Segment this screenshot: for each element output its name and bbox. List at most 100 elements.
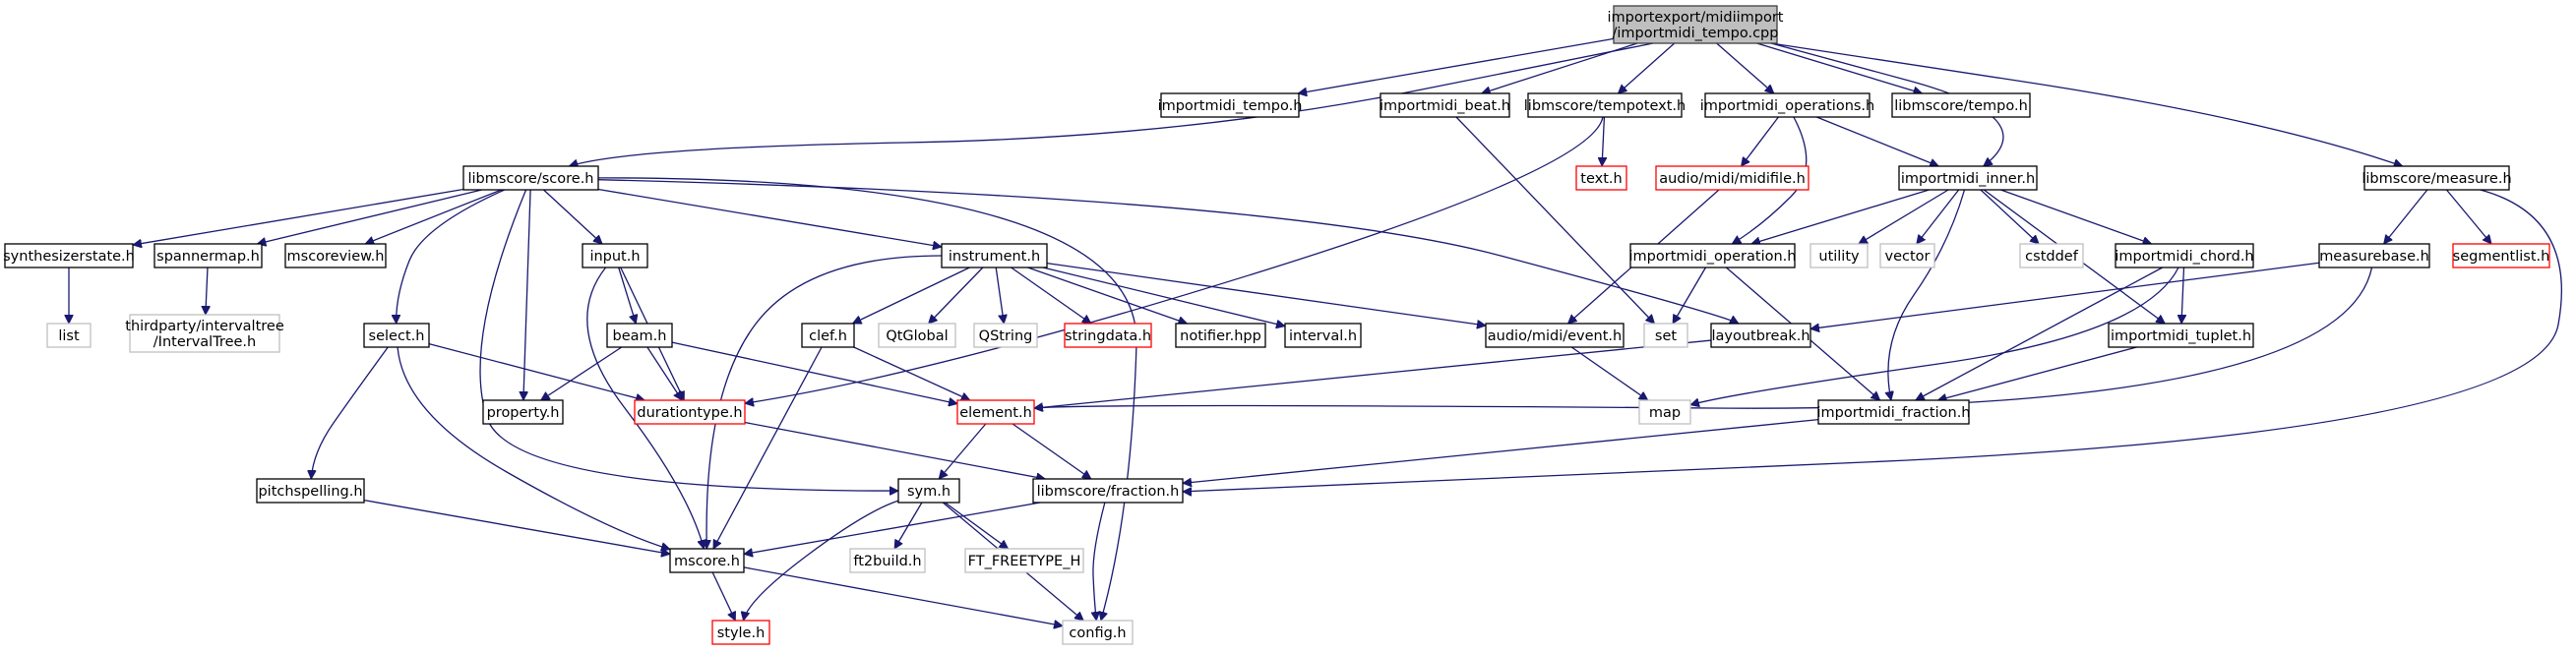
node-importmidi-chord-h[interactable]: importmidi_chord.h — [2115, 243, 2254, 268]
node-box — [1710, 323, 1811, 348]
node-box — [462, 165, 599, 191]
edge-importmidi_inner_h-to-utility — [1859, 189, 1949, 245]
edge-instrument_h-to-stringdata_h — [1011, 267, 1091, 324]
edge-importmidi_inner_h-to-importmidi_operation_h — [1751, 189, 1930, 244]
node-event-h[interactable]: audio/midi/event.h — [1485, 323, 1625, 348]
edge-instrument_h-to-qstring — [995, 267, 1004, 324]
node-box — [606, 323, 673, 348]
node-mscore-h[interactable]: mscore.h — [669, 548, 745, 573]
node-measure-h[interactable]: libmscore/measure.h — [2361, 165, 2512, 191]
node-clef-h[interactable]: clef.h — [801, 323, 855, 348]
node-select-h[interactable]: select.h — [363, 323, 430, 348]
node-interval-h[interactable]: interval.h — [1284, 323, 1362, 348]
node-importmidi-operations-h[interactable]: importmidi_operations.h — [1700, 92, 1874, 118]
node-label: sym.h — [907, 484, 951, 500]
node-importmidi-beat-h[interactable]: importmidi_beat.h — [1380, 92, 1510, 118]
node-label: vector — [1885, 249, 1931, 265]
edge-measurebase_h-to-element_h — [1034, 267, 2373, 408]
edge-element_h-to-sym_h — [939, 423, 987, 479]
node-label: stringdata.h — [1065, 328, 1151, 344]
edge-root-to-importmidi_tempo_h — [1298, 37, 1615, 93]
edge-input_h-to-beam_h — [618, 267, 637, 324]
node-mscoreview-h[interactable]: mscoreview.h — [284, 243, 387, 268]
node-box — [849, 548, 926, 573]
node-sym-h[interactable]: sym.h — [897, 478, 960, 504]
node-layer: importexport/midiimport/importmidi_tempo… — [3, 5, 2550, 645]
node-property-h[interactable]: property.h — [482, 399, 564, 425]
node-element-h[interactable]: element.h — [956, 399, 1035, 425]
node-synthesizerstate-h[interactable]: synthesizerstate.h — [3, 243, 135, 268]
node-label: importmidi_tempo.h — [1158, 98, 1303, 114]
node-box — [878, 323, 956, 348]
node-config-h: config.h — [1062, 620, 1134, 645]
edge-measure_h-to-fraction_h — [1183, 189, 2562, 492]
node-importmidi-operation-h[interactable]: importmidi_operation.h — [1629, 243, 1797, 268]
node-importmidi-fraction-h[interactable]: importmidi_fraction.h — [1816, 399, 1971, 425]
node-tempotext-h[interactable]: libmscore/tempotext.h — [1524, 92, 1686, 118]
node-measurebase-h[interactable]: measurebase.h — [2318, 243, 2430, 268]
node-box — [1817, 399, 1970, 425]
node-durationtype-h[interactable]: durationtype.h — [634, 399, 746, 425]
node-box — [4, 243, 134, 268]
edge-importmidi_inner_h-to-cstddef — [1980, 189, 2039, 244]
node-vector: vector — [1879, 243, 1935, 268]
edge-importmidi_operation_h-to-set — [1672, 267, 1707, 324]
node-box — [1175, 323, 1266, 348]
node-stringdata-h[interactable]: stringdata.h — [1064, 323, 1152, 348]
node-label: QtGlobal — [886, 328, 948, 344]
node-label: libmscore/score.h — [468, 171, 594, 187]
edge-select_h-to-mscore_h — [397, 346, 670, 550]
node-label: importexport/midiimport — [1608, 10, 1784, 26]
node-pitchspelling-h[interactable]: pitchspelling.h — [256, 478, 365, 504]
node-score-h[interactable]: libmscore/score.h — [462, 165, 599, 191]
edge-sym_h-to-style_h — [744, 500, 899, 621]
node-root[interactable]: importexport/midiimport/importmidi_tempo… — [1608, 5, 1784, 44]
node-qstring: QString — [973, 323, 1038, 348]
node-importmidi-tuplet-h[interactable]: importmidi_tuplet.h — [2108, 323, 2254, 348]
node-box — [129, 314, 280, 353]
node-beam-h[interactable]: beam.h — [606, 323, 673, 348]
node-text-h[interactable]: text.h — [1575, 165, 1627, 191]
node-box — [256, 478, 365, 504]
node-spannermap-h[interactable]: spannermap.h — [153, 243, 263, 268]
node-label: durationtype.h — [637, 405, 742, 421]
node-segmentlist-h[interactable]: segmentlist.h — [2452, 243, 2550, 268]
edge-root-to-score_h — [569, 42, 1654, 166]
node-tempo-h[interactable]: libmscore/tempo.h — [1891, 92, 2031, 118]
edge-importmidi_beat_h-to-set — [1455, 116, 1654, 324]
node-label: segmentlist.h — [2453, 249, 2550, 265]
edge-measurebase_h-to-layoutbreak_h — [1810, 262, 2320, 328]
node-intervaltree-h: thirdparty/intervaltree/IntervalTree.h — [125, 314, 284, 353]
node-input-h[interactable]: input.h — [582, 243, 648, 268]
node-label: /importmidi_tempo.cpp — [1613, 26, 1779, 41]
node-label: clef.h — [809, 328, 847, 344]
node-style-h[interactable]: style.h — [711, 620, 770, 645]
node-label: importmidi_tuplet.h — [2111, 328, 2251, 344]
node-box — [1613, 5, 1778, 44]
node-midifile-h[interactable]: audio/midi/midifile.h — [1655, 165, 1809, 191]
node-box — [1160, 92, 1300, 118]
edge-pitchspelling_h-to-mscore_h — [363, 499, 670, 555]
edge-beam_h-to-property_h — [541, 346, 623, 400]
node-instrument-h[interactable]: instrument.h — [941, 243, 1048, 268]
node-label: utility — [1818, 249, 1860, 265]
node-box — [1284, 323, 1362, 348]
node-box — [897, 478, 960, 504]
edge-select_h-to-durationtype_h — [428, 343, 644, 400]
node-label: importmidi_operations.h — [1700, 98, 1874, 114]
node-layoutbreak-h[interactable]: layoutbreak.h — [1710, 323, 1811, 348]
node-box — [1485, 323, 1625, 348]
node-importmidi-inner-h[interactable]: importmidi_inner.h — [1898, 165, 2038, 191]
node-notifier-hpp[interactable]: notifier.hpp — [1175, 323, 1266, 348]
node-fraction-h[interactable]: libmscore/fraction.h — [1032, 478, 1184, 504]
edge-importmidi_chord_h-to-importmidi_tuplet_h — [2181, 267, 2183, 324]
node-label: mscore.h — [674, 554, 740, 569]
edge-tempotext_h-to-text_h — [1602, 116, 1604, 166]
node-label: input.h — [589, 249, 640, 265]
node-utility: utility — [1809, 243, 1869, 268]
node-qtglobal: QtGlobal — [878, 323, 956, 348]
node-box — [1062, 620, 1134, 645]
node-importmidi-tempo-h[interactable]: importmidi_tempo.h — [1158, 92, 1303, 118]
node-box — [582, 243, 648, 268]
